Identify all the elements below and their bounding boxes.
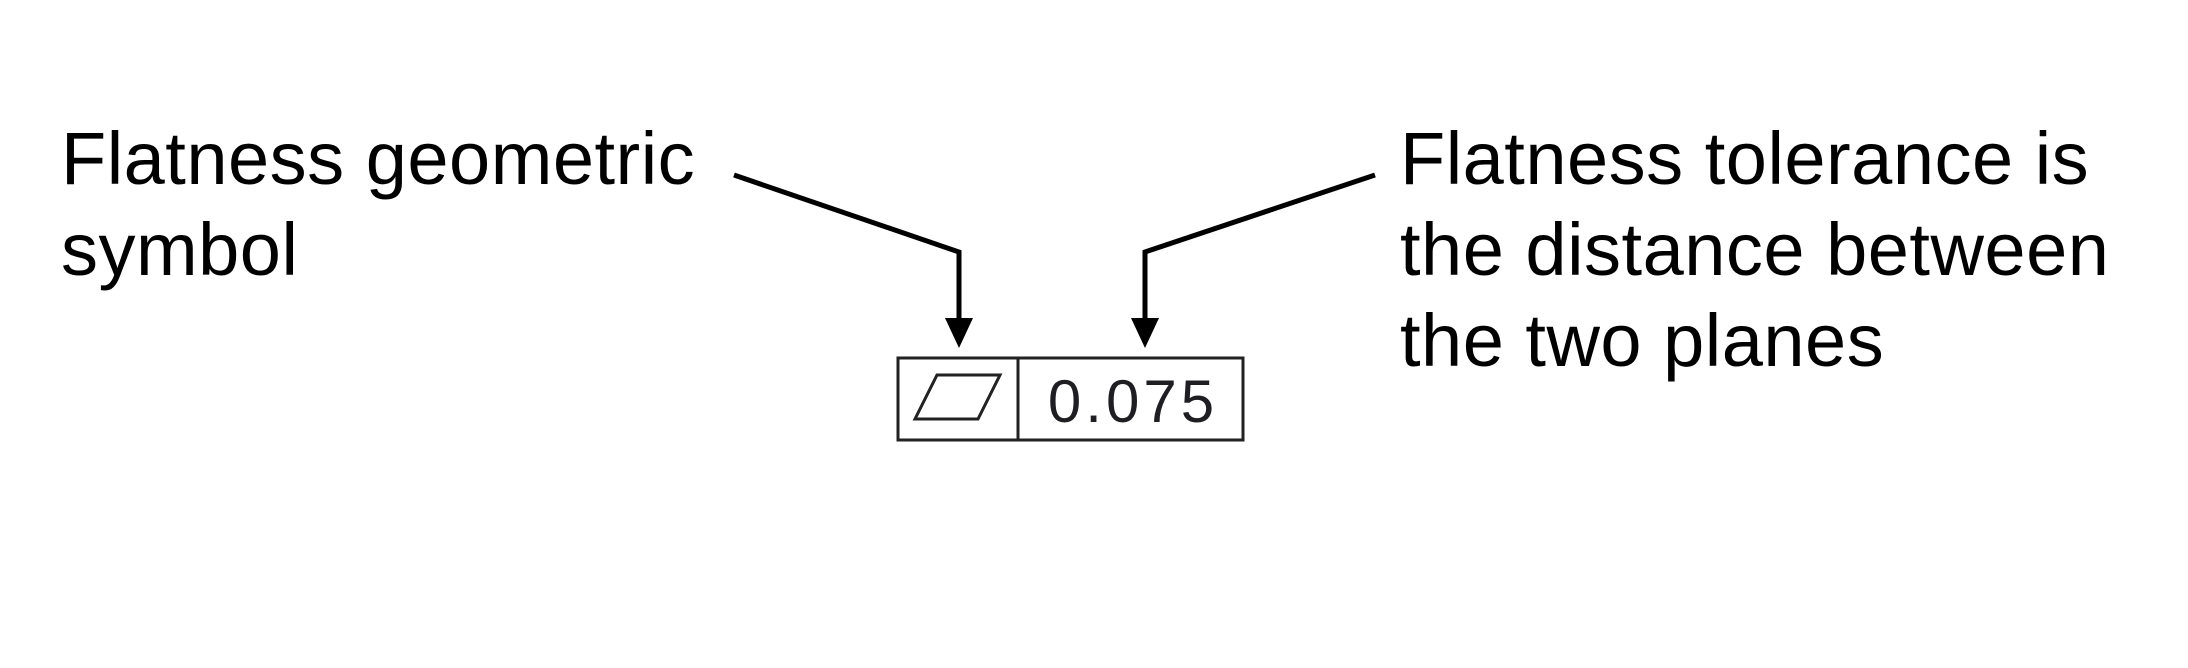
frame-border — [896, 356, 1245, 442]
feature-control-frame: 0.075 — [896, 356, 1245, 442]
flatness-symbol-callout: Flatness geometric symbol — [61, 113, 695, 295]
tolerance-arrowhead — [1131, 318, 1159, 348]
callout-line-1: Flatness tolerance is — [1400, 117, 2090, 200]
callout-line-1: Flatness geometric — [61, 117, 696, 200]
tolerance-value: 0.075 — [1048, 368, 1218, 435]
callout-line-2: the distance between — [1400, 208, 2110, 291]
flatness-tolerance-callout: Flatness tolerance is the distance betwe… — [1400, 113, 2109, 386]
symbol-leader-line — [733, 172, 962, 322]
flatness-symbol-icon — [912, 373, 1003, 421]
symbol-arrowhead — [945, 318, 973, 348]
callout-line-3: the two planes — [1400, 299, 1885, 382]
tolerance-leader-line — [1142, 172, 1376, 322]
callout-line-2: symbol — [61, 208, 299, 291]
